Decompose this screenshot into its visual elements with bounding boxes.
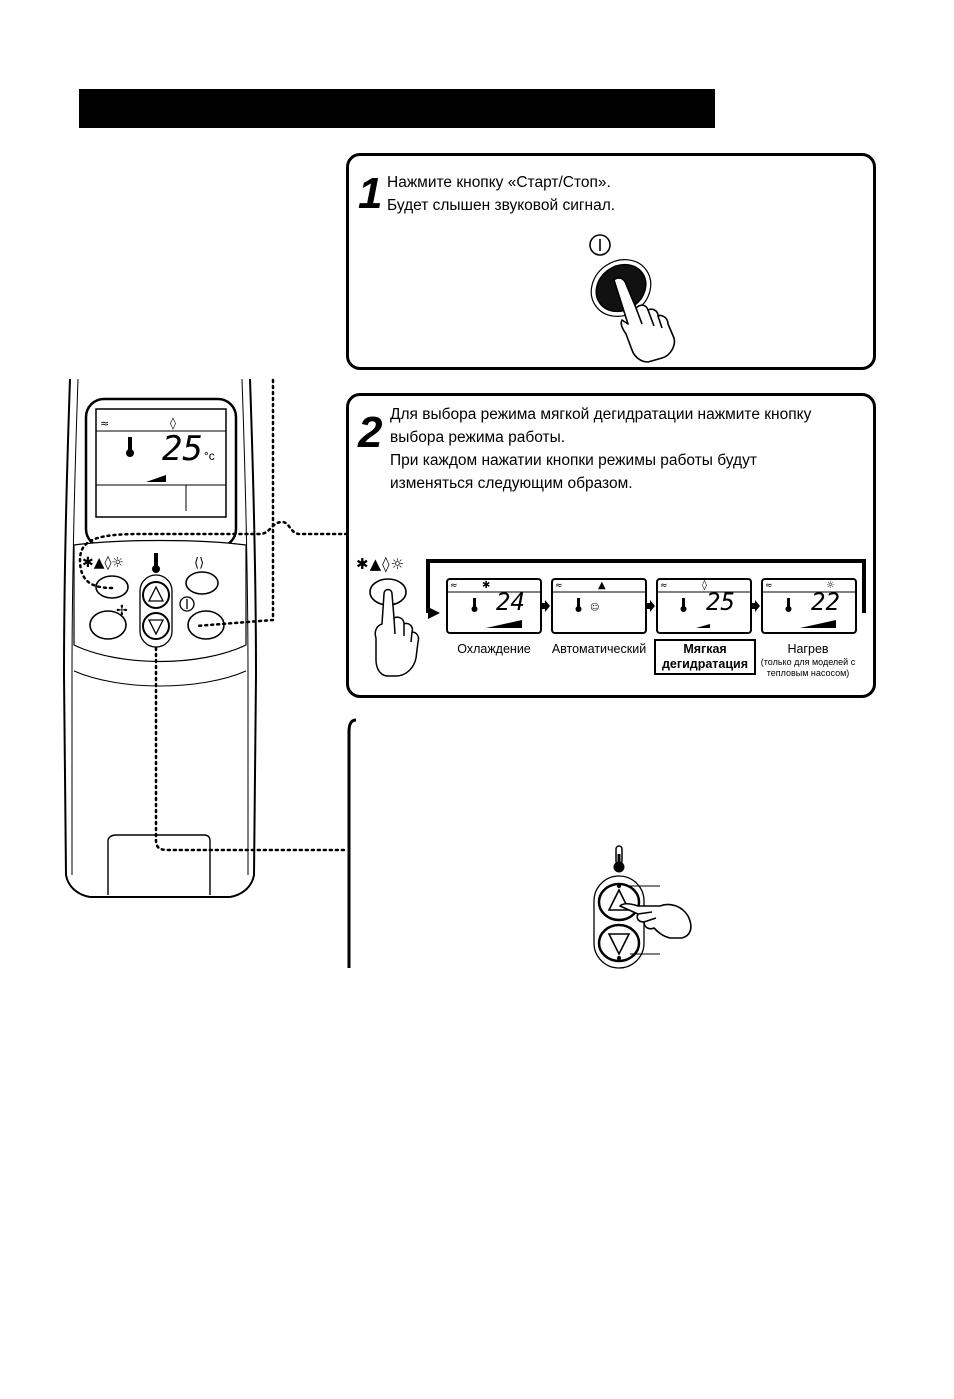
power-symbol-icon	[179, 596, 195, 612]
hand-icon	[619, 902, 692, 939]
power-symbol-icon	[589, 234, 611, 256]
mode-label-heating-note2: тепловым насосом)	[766, 668, 850, 678]
thermometer-icon	[613, 845, 625, 873]
drop-icon: ◊	[702, 579, 707, 591]
swing-icon: ⟨⟩	[194, 556, 204, 571]
svg-text:≈: ≈	[660, 581, 668, 591]
power-button-illustration	[589, 234, 676, 363]
mode-cycle-bracket	[426, 559, 866, 619]
step1-panel	[346, 153, 876, 370]
thermometer-icon	[126, 437, 134, 457]
mode-symbols-label: ✱▲◊☼	[82, 555, 124, 571]
thermometer-icon	[471, 598, 792, 612]
mode-button-illustration	[369, 578, 420, 677]
triangle-up-icon	[607, 888, 631, 911]
mode-arrows	[540, 600, 760, 612]
mode-label-soft-dry-box: Мягкая дегидратация	[654, 639, 757, 675]
svg-text:≈: ≈	[450, 581, 458, 591]
arrow-right-icon	[645, 600, 655, 612]
step1-number: 1	[358, 169, 383, 218]
mode-label-soft-dry-line2: дегидратация	[662, 657, 749, 671]
mode-label-heating: Нагрев (только для моделей с тепловым на…	[758, 642, 858, 679]
remote-display-unit: °c	[204, 449, 215, 463]
snowflake-icon: ✱	[482, 580, 490, 591]
mode-label-heating-title: Нагрев	[787, 642, 829, 656]
arrow-right-icon	[540, 600, 550, 612]
auto-smile-icon: ☺	[590, 602, 599, 613]
triangle-up-icon	[147, 585, 165, 602]
triangle-down-icon	[607, 933, 631, 956]
thermometer-icon	[152, 553, 160, 573]
mode-displays-detail: ≈ ≈ ≈ ≈ ✱ ▲ ◊ ☼ ☺	[448, 579, 855, 628]
arrow-right-icon	[750, 600, 760, 612]
step1-line2: Будет слышен звуковой сигнал.	[387, 197, 616, 214]
sun-icon: ☼	[826, 580, 835, 591]
svg-text:≈: ≈	[555, 581, 563, 591]
drop-icon: ◊	[170, 416, 176, 430]
svg-text:≈: ≈	[765, 581, 773, 591]
heating-temp: 22	[811, 588, 840, 616]
signal-icon: ≈	[100, 417, 109, 430]
mode-label-heating-note1: (только для моделей с	[760, 657, 856, 667]
triangle-down-icon	[147, 619, 165, 636]
remote-swing-button[interactable]	[185, 571, 219, 595]
step2-line3: При каждом нажатии кнопки режимы работы …	[390, 452, 757, 469]
signal-icon: ≈ ≈ ≈ ≈	[450, 581, 773, 591]
soft-dry-temp: 25	[706, 588, 735, 616]
hand-icon	[613, 277, 676, 363]
step2-panel	[346, 393, 876, 698]
fan-speed-bars	[486, 620, 836, 628]
cooling-temp: 24	[496, 588, 525, 616]
step2-line1: Для выбора режима мягкой дегидратации на…	[390, 406, 812, 423]
step2-line4: изменяться следующим образом.	[390, 475, 633, 492]
fan-speed-bars	[146, 475, 166, 482]
mode-symbols: ✱▲◊☼	[356, 555, 405, 573]
remote-lcd	[95, 408, 227, 518]
section-header-bar	[79, 89, 715, 128]
remote-control: ≈ ◊ ✱▲◊☼ ⟨⟩ ✢	[62, 378, 258, 898]
step3-panel-edge	[347, 718, 357, 968]
step1-line1: Нажмите кнопку «Старт/Стоп».	[387, 174, 611, 191]
mode-label-soft-dry-line1: Мягкая	[683, 642, 727, 656]
mode-display-heating	[761, 578, 857, 634]
remote-display-temp: 25	[162, 429, 203, 469]
pointing-hand-icon	[374, 588, 420, 677]
step2-line2: выбора режима работы.	[390, 429, 566, 446]
step2-text: Для выбора режима мягкой дегидратации на…	[390, 403, 811, 495]
remote-fan-button[interactable]	[89, 610, 127, 640]
step2-number: 2	[358, 408, 383, 457]
callout-lines	[78, 378, 348, 852]
temperature-buttons-illustration	[593, 845, 692, 969]
battery-cover	[107, 834, 211, 895]
mode-label-auto: Автоматический	[551, 642, 647, 656]
step1-text: Нажмите кнопку «Старт/Стоп». Будет слыше…	[387, 171, 615, 217]
mode-display-auto	[551, 578, 647, 634]
mode-label-cooling: Охлаждение	[457, 642, 531, 656]
mode-display-cooling	[446, 578, 542, 634]
auto-icon: ▲	[598, 580, 606, 591]
